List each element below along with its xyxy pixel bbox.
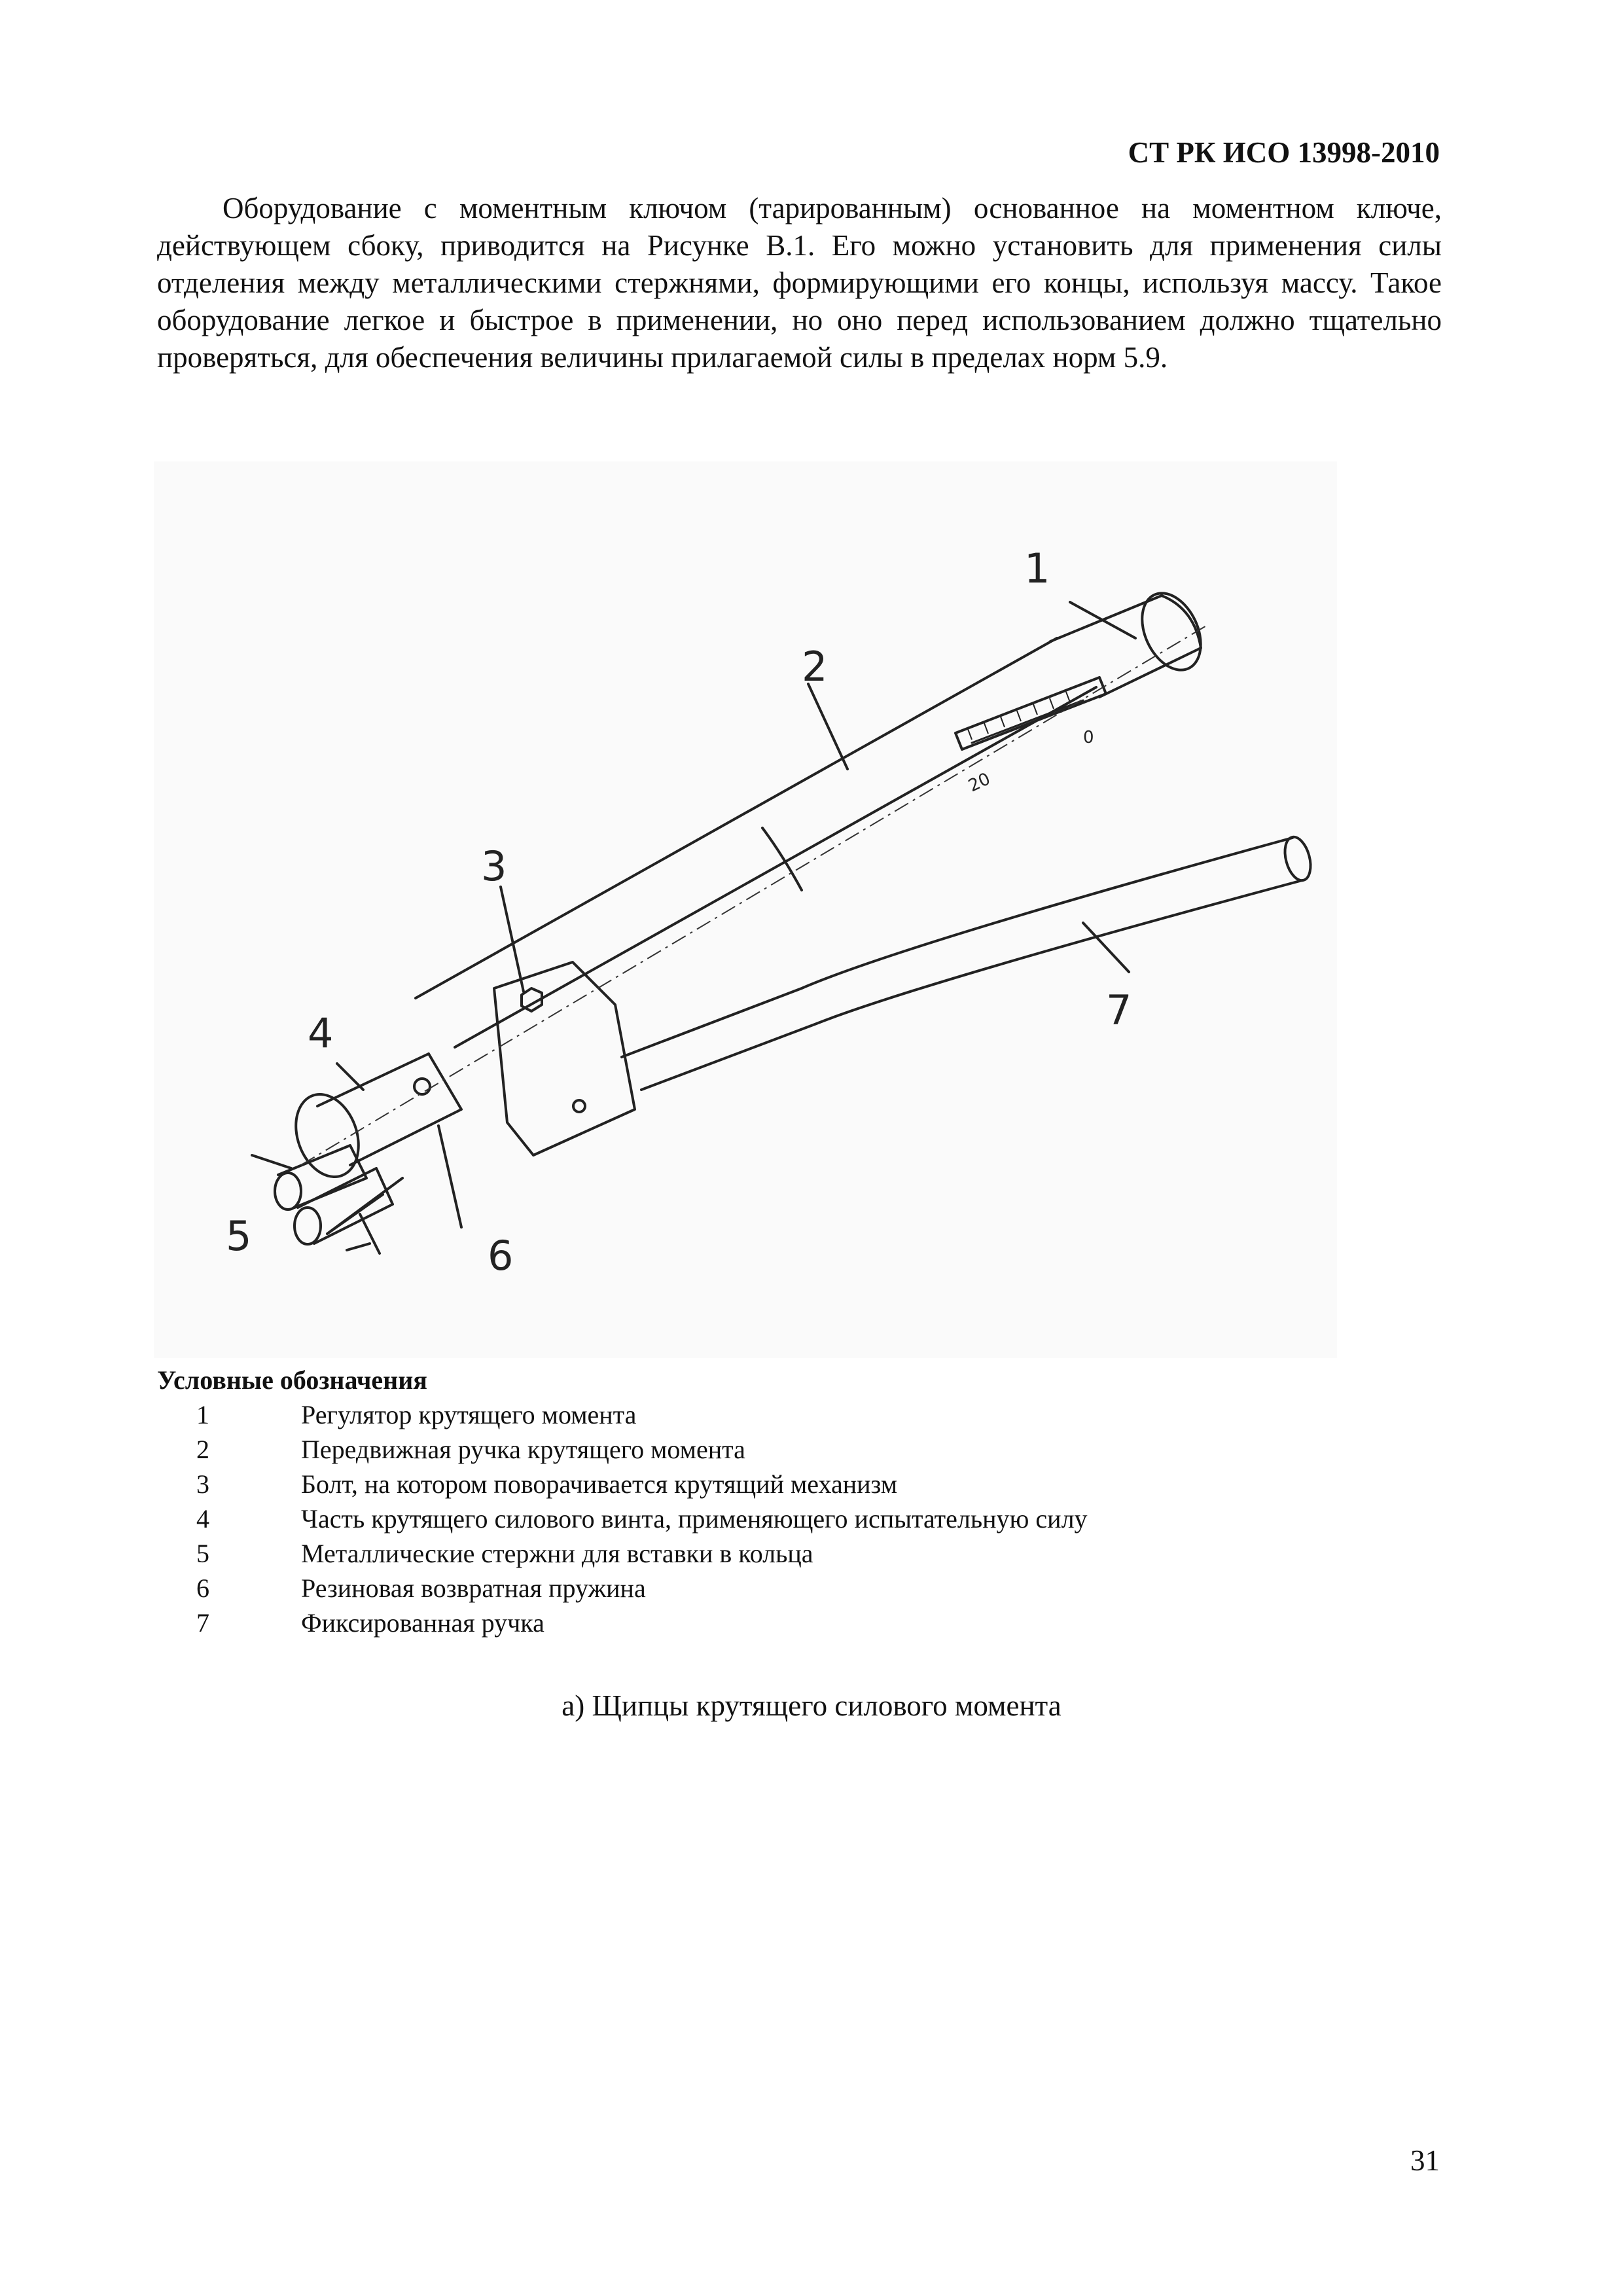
callout-1: 1 xyxy=(1024,545,1050,592)
callout-6: 6 xyxy=(488,1232,513,1280)
screw-body xyxy=(316,1052,463,1166)
scale-window xyxy=(954,676,1107,751)
handle-joint-line xyxy=(761,827,803,891)
legend-item: 1 Регулятор крутящего момента xyxy=(196,1397,1088,1432)
legend-item-text: Часть крутящего силового винта, применяю… xyxy=(301,1504,1088,1534)
legend-item-text: Болт, на котором поворачивается крутящий… xyxy=(301,1469,898,1499)
fixed-handle-lower xyxy=(640,879,1304,1091)
legend-item: 6 Резиновая возвратная пружина xyxy=(196,1571,1088,1605)
body-paragraph: Оборудование с моментным ключом (тариров… xyxy=(157,192,1442,374)
fixed-handle-upper xyxy=(620,836,1294,1058)
legend-item-number: 2 xyxy=(196,1435,209,1464)
legend-item-number: 3 xyxy=(196,1469,209,1499)
legend-item-text: Фиксированная ручка xyxy=(301,1608,544,1638)
legend-title: Условные обозначения xyxy=(157,1365,427,1395)
figure-caption: а) Щипцы крутящего силового момента xyxy=(562,1689,1061,1722)
torque-tongs-figure: 0 20 1 2 3 4 5 6 7 xyxy=(154,461,1337,1358)
legend-item-number: 5 xyxy=(196,1539,209,1568)
regulator-cap xyxy=(1141,592,1202,672)
movable-handle-outline xyxy=(414,637,1097,1049)
legend-item-text: Передвижная ручка крутящего момента xyxy=(301,1435,745,1464)
torque-tongs-drawing: 0 20 1 2 3 4 5 6 7 xyxy=(154,461,1337,1358)
callout-2: 2 xyxy=(802,643,827,691)
legend-item-text: Регулятор крутящего момента xyxy=(301,1400,637,1429)
callout-3: 3 xyxy=(481,842,507,890)
legend-item-text: Металлические стержни для вставки в коль… xyxy=(301,1539,813,1568)
pivot-bolt xyxy=(520,987,543,1013)
legend-item-number: 4 xyxy=(196,1504,209,1534)
legend-item: 3 Болт, на котором поворачивается крутящи… xyxy=(196,1467,1088,1501)
legend-item-number: 1 xyxy=(196,1400,209,1429)
pivot-plate xyxy=(493,961,636,1157)
legend-item-number: 6 xyxy=(196,1573,209,1603)
callout-5: 5 xyxy=(226,1212,251,1260)
page-number: 31 xyxy=(1410,2144,1440,2177)
legend-item: 7 Фиксированная ручка xyxy=(196,1605,1088,1640)
callout-4: 4 xyxy=(308,1009,333,1057)
legend-item: 5 Металлические стержни для вставки в кол… xyxy=(196,1536,1088,1571)
callout-7: 7 xyxy=(1106,986,1132,1034)
scale-label-0: 0 xyxy=(1083,728,1094,747)
legend-item: 2 Передвижная ручка крутящего момента xyxy=(196,1432,1088,1467)
legend-list: 1 Регулятор крутящего момента 2 Передвижна… xyxy=(196,1397,1088,1640)
rod-lower xyxy=(296,1167,394,1245)
document-code: СТ РК ИСО 13998-2010 xyxy=(1128,136,1440,169)
legend-item-number: 7 xyxy=(196,1608,209,1638)
rod-upper xyxy=(277,1144,368,1209)
legend-item-text: Резиновая возвратная пружина xyxy=(301,1573,646,1603)
legend-item: 4 Часть крутящего силового винта, применя… xyxy=(196,1501,1088,1536)
